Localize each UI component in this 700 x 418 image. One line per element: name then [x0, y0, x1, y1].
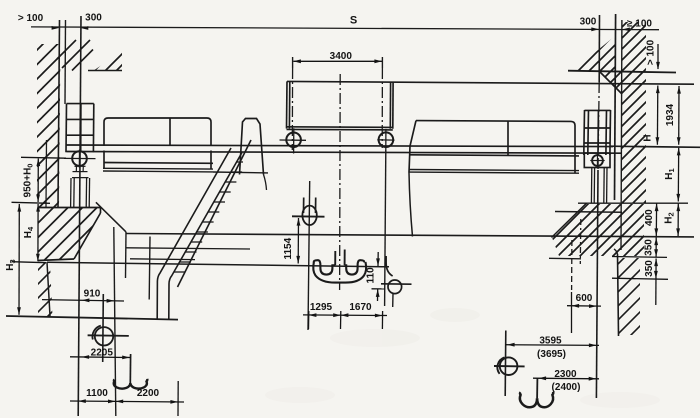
svg-text:S: S — [350, 15, 357, 27]
svg-text:350: 350 — [644, 239, 655, 256]
svg-text:2205: 2205 — [91, 347, 114, 358]
svg-text:600: 600 — [576, 293, 593, 304]
svg-text:3400: 3400 — [330, 51, 353, 62]
svg-text:910: 910 — [84, 289, 101, 300]
svg-text:1670: 1670 — [349, 302, 372, 313]
svg-text:(3695): (3695) — [537, 349, 566, 360]
svg-text:2200: 2200 — [137, 388, 160, 399]
svg-text:≥ 100: ≥ 100 — [627, 19, 652, 30]
svg-text:350: 350 — [644, 260, 655, 277]
svg-text:1154: 1154 — [283, 237, 294, 259]
svg-text:1295: 1295 — [310, 302, 333, 313]
svg-text:110: 110 — [365, 267, 376, 284]
svg-text:> 100: > 100 — [645, 39, 656, 65]
svg-text:950+H0: 950+H0 — [23, 164, 35, 198]
svg-text:H1: H1 — [664, 168, 676, 179]
svg-text:400: 400 — [644, 209, 655, 226]
svg-text:2300: 2300 — [554, 369, 577, 380]
svg-text:3595: 3595 — [539, 335, 562, 346]
svg-text:H: H — [643, 134, 654, 141]
svg-text:1934: 1934 — [665, 103, 676, 126]
svg-text:> 100: > 100 — [18, 13, 44, 24]
svg-text:H4: H4 — [23, 226, 35, 238]
svg-text:1100: 1100 — [86, 388, 108, 399]
svg-text:300: 300 — [85, 13, 102, 24]
svg-text:300: 300 — [580, 17, 597, 28]
svg-text:H2: H2 — [664, 212, 676, 223]
svg-text:H3: H3 — [5, 259, 17, 270]
svg-text:(2400): (2400) — [552, 382, 581, 393]
